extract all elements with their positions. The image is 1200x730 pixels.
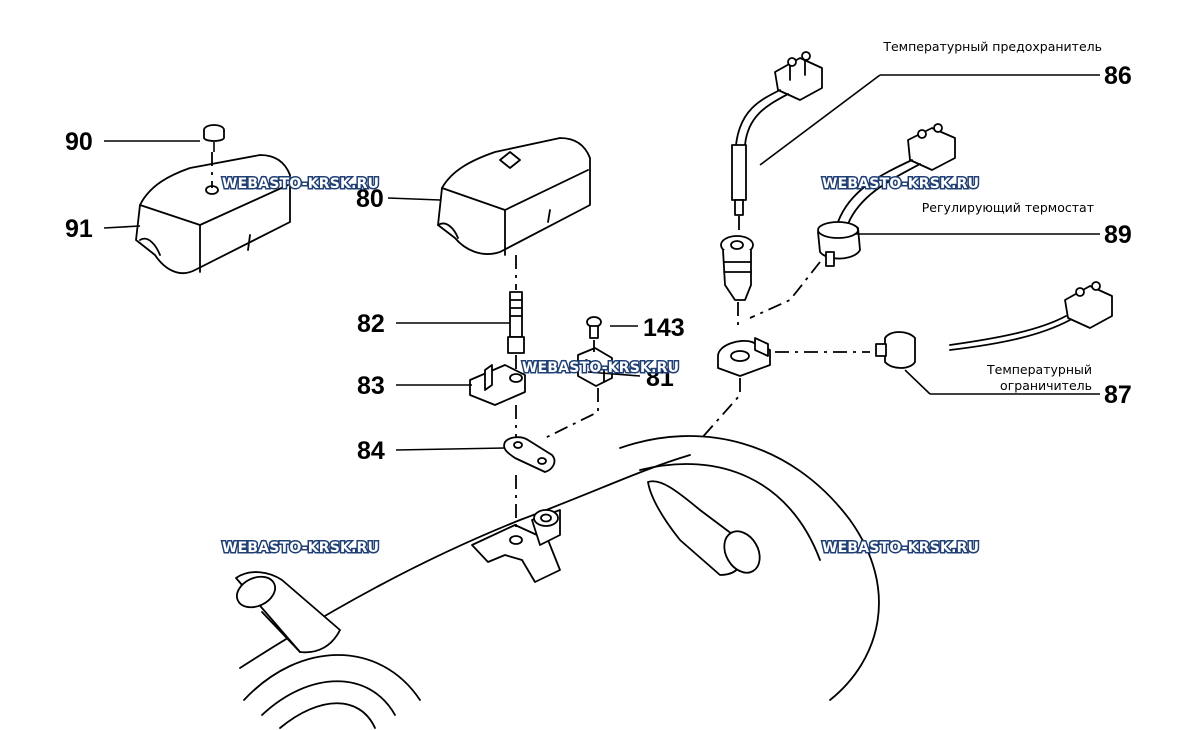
label-limiter-line2: ограничитель [1000,378,1092,393]
clamp-81 [544,347,613,439]
cover-80 [437,137,591,256]
temperature-fuse-86 [731,51,823,238]
bracket-83 [469,364,526,406]
stud-bolt-82 [507,255,525,370]
callout-83: 83 [357,372,385,400]
watermark: WEBASTO-KRSK.RU [822,540,979,556]
bottom-mounting-bracket [471,509,561,583]
callout-90: 90 [65,128,93,156]
watermark: WEBASTO-KRSK.RU [222,176,379,192]
watermark: WEBASTO-KRSK.RU [222,540,379,556]
callout-80: 80 [356,185,384,213]
leader-lines [103,74,1100,451]
watermark: WEBASTO-KRSK.RU [822,176,979,192]
label-limiter-line1: Температурный [986,362,1092,377]
callout-87: 87 [1104,381,1132,409]
label-temperature-fuse: Температурный предохранитель [882,39,1102,54]
sensor-holder [699,337,771,441]
sensor-fitting [720,235,754,330]
regulating-thermostat-89 [749,123,956,319]
plate-84 [503,405,556,530]
callout-84: 84 [357,437,385,465]
label-regulating-thermostat: Регулирующий термостат [922,200,1094,215]
callout-91: 91 [65,215,93,243]
screw-143 [586,316,602,352]
callout-143: 143 [643,314,685,342]
cover-91 [135,154,291,275]
knurled-screw-90 [203,124,225,188]
callout-82: 82 [357,310,385,338]
temperature-limiter-87 [775,281,1113,369]
callout-81: 81 [646,364,674,392]
heater-housing [235,435,880,729]
callout-89: 89 [1104,221,1132,249]
callout-86: 86 [1104,62,1132,90]
watermark: WEBASTO-KRSK.RU [522,360,679,376]
